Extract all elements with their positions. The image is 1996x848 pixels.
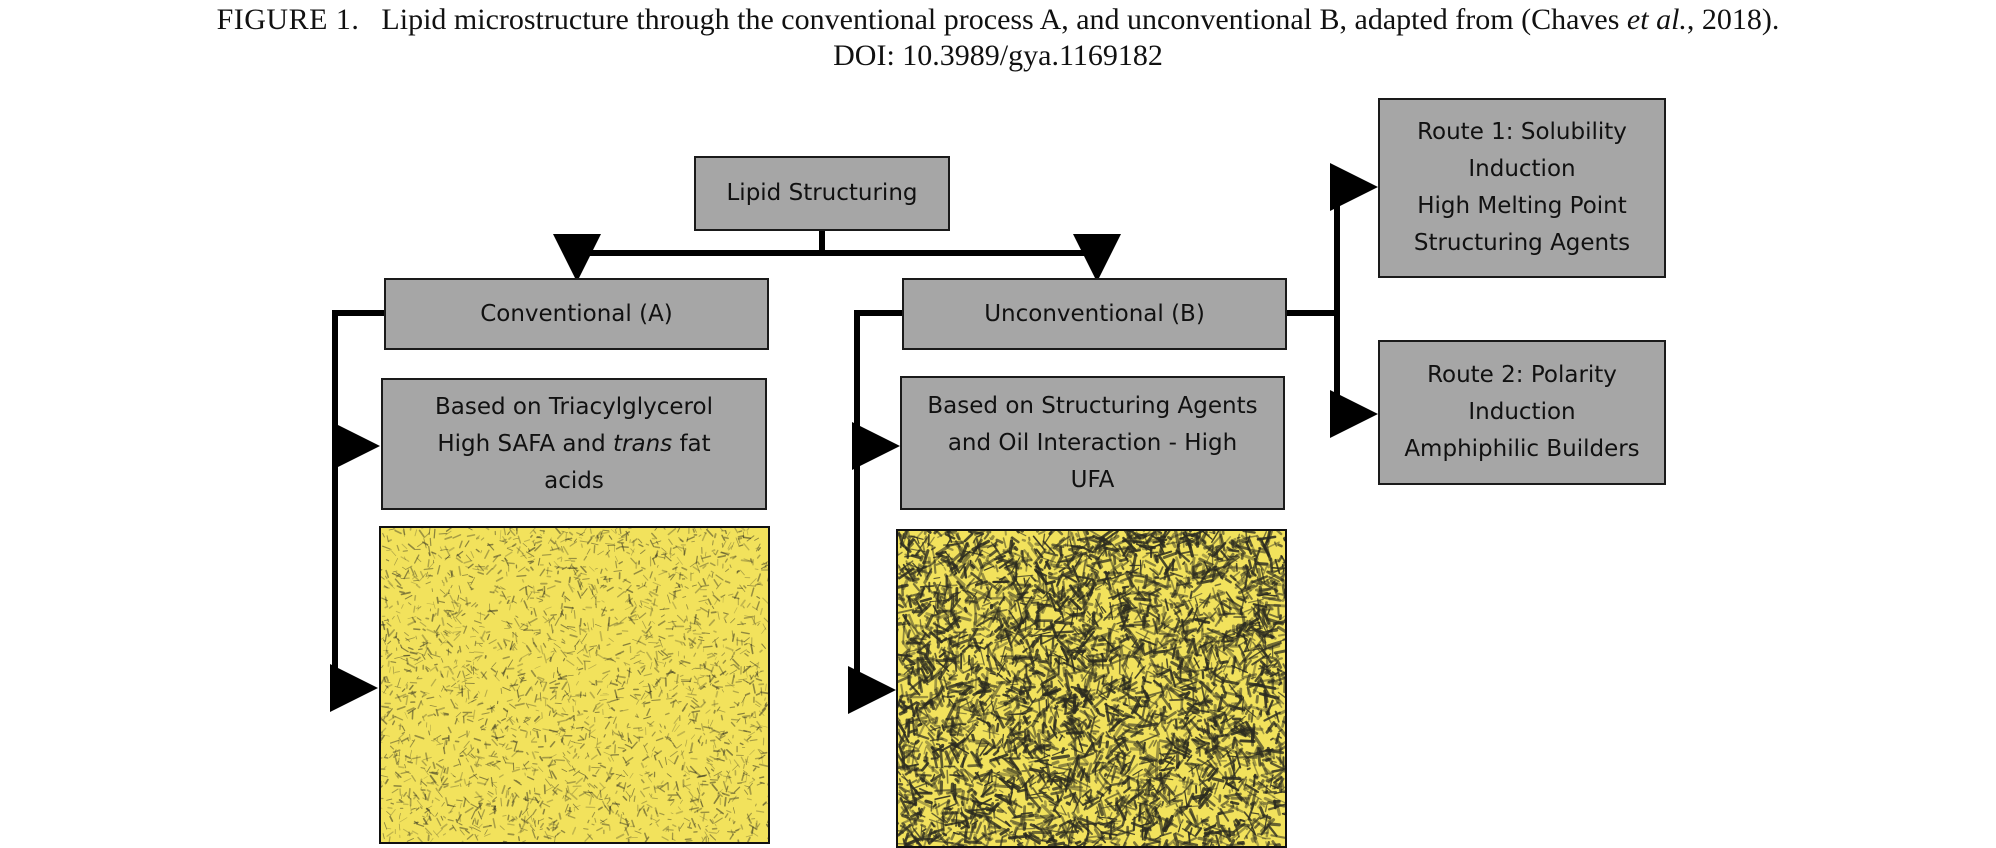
route-1-line-4: Structuring Agents <box>1413 230 1631 256</box>
conventional-basis-line-3: acids <box>544 467 604 494</box>
caption-text-after: , 2018). <box>1686 3 1780 36</box>
unconventional-bracket-line <box>854 310 903 690</box>
conventional-bracket-line <box>332 310 385 688</box>
route-1-line-3: High Melting Point <box>1417 193 1627 219</box>
unconventional-basis-line-1: Based on Structuring Agents <box>927 392 1258 419</box>
caption-doi: DOI: 10.3989/gya.1169182 <box>833 39 1163 72</box>
caption-et-al: et al. <box>1626 3 1687 36</box>
caption-line-1: FIGURE 1. Lipid microstructure through th… <box>0 2 1996 38</box>
unconventional-micrograph-texture <box>898 531 1285 846</box>
route-2-box: Route 2: Polarity Induction Amphiphilic … <box>1378 340 1666 485</box>
conventional-micrograph-texture <box>381 528 768 842</box>
route-1-line-1: Route 1: Solubility <box>1417 119 1627 145</box>
route-1-box: Route 1: Solubility Induction High Melti… <box>1378 98 1666 278</box>
figure-caption: FIGURE 1. Lipid microstructure through th… <box>0 2 1996 74</box>
conventional-micrograph <box>379 526 770 844</box>
conventional-basis-trans: trans <box>613 430 673 457</box>
conventional-basis-line-2-pre: High SAFA and <box>437 430 613 457</box>
caption-text-before: Lipid microstructure through the convent… <box>381 3 1627 36</box>
route-2-line-2: Induction <box>1468 399 1576 425</box>
conventional-basis-line-2-post: fat <box>672 430 711 457</box>
conventional-basis-line-2: High SAFA and trans fat <box>435 426 713 463</box>
route-2-line-3: Amphiphilic Builders <box>1404 436 1640 462</box>
unconventional-basis-line-2: and Oil Interaction - High <box>947 429 1238 456</box>
conventional-box: Conventional (A) <box>384 278 769 350</box>
figure-label: FIGURE 1. <box>216 3 360 36</box>
route-1-line-2: Induction <box>1468 156 1576 182</box>
conventional-title: Conventional (A) <box>480 300 673 327</box>
route-2-line-1: Route 2: Polarity <box>1427 362 1617 388</box>
root-label: Lipid Structuring <box>726 180 918 206</box>
unconventional-title: Unconventional (B) <box>984 300 1205 327</box>
unconventional-basis-box: Based on Structuring Agents and Oil Inte… <box>900 376 1285 510</box>
conventional-basis-box: Based on Triacylglycerol High SAFA and t… <box>381 378 767 510</box>
unconventional-basis-line-3: UFA <box>1070 466 1115 493</box>
unconventional-micrograph <box>896 529 1287 848</box>
root-box: Lipid Structuring <box>694 156 950 231</box>
conventional-basis-line-1: Based on Triacylglycerol <box>435 393 713 420</box>
unconventional-box: Unconventional (B) <box>902 278 1287 350</box>
